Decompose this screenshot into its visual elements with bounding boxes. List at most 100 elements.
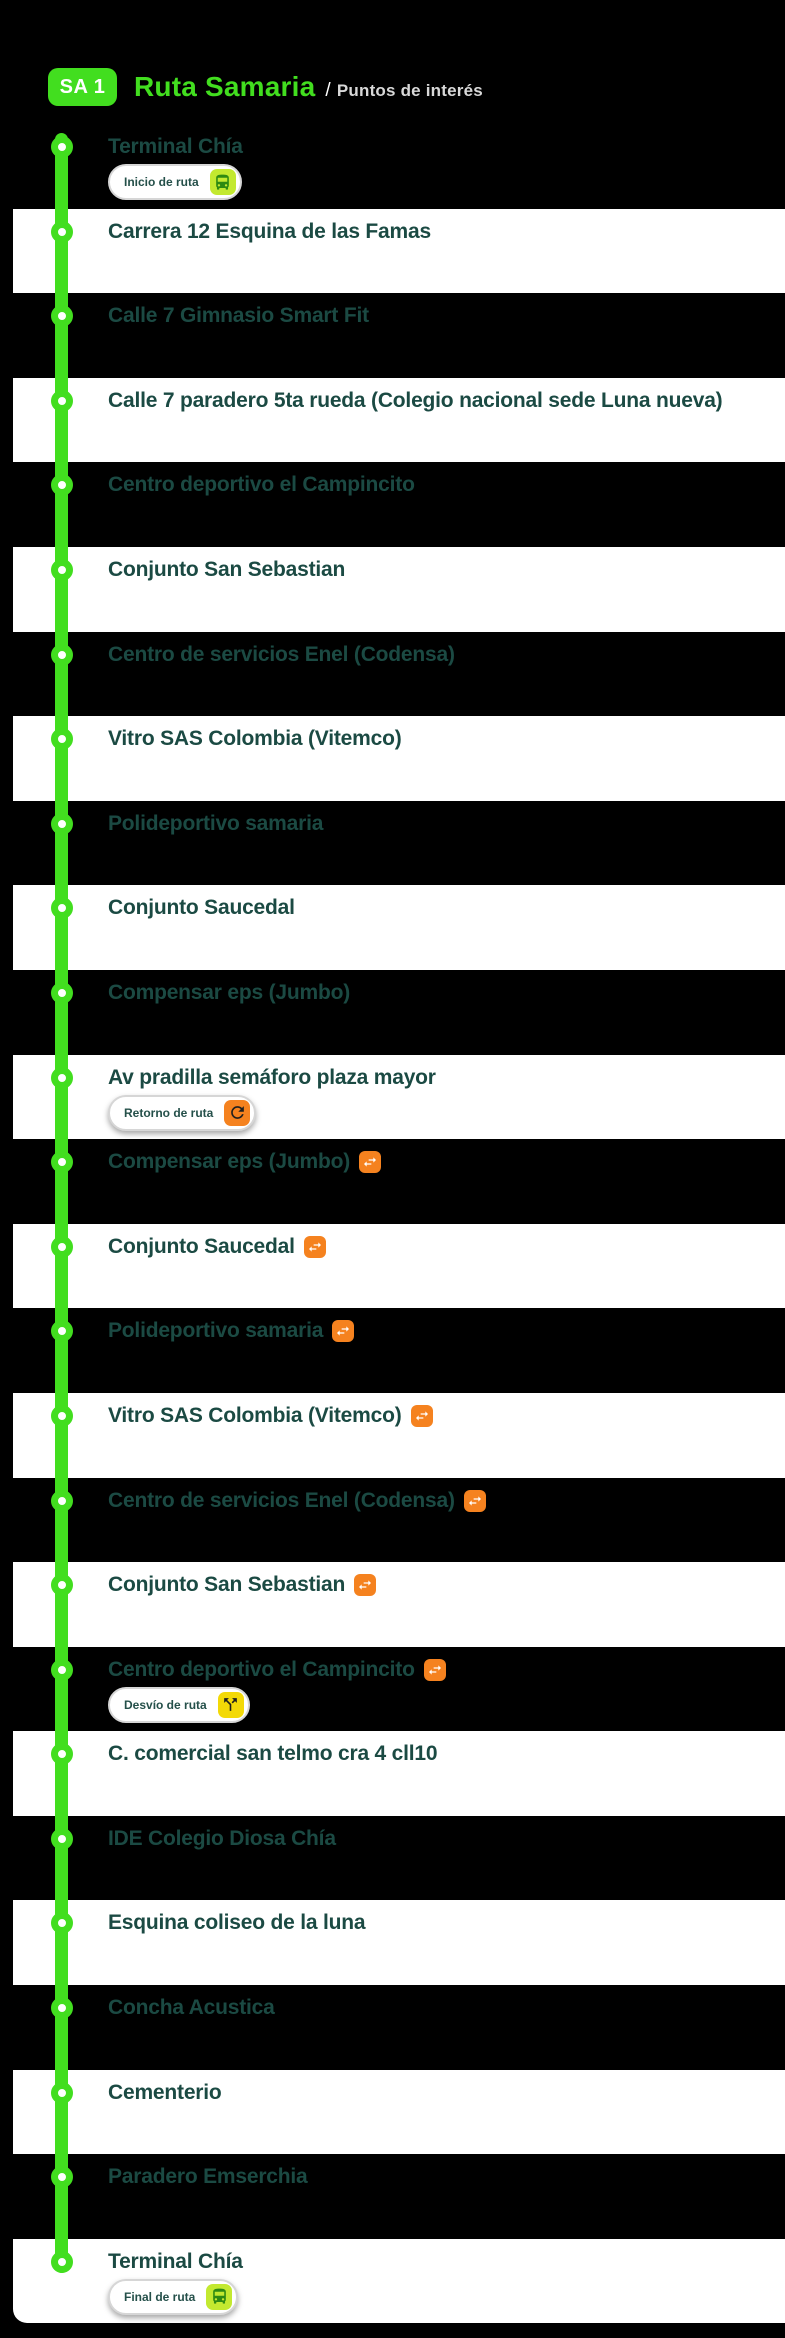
transfer-icon: [410, 1404, 433, 1427]
stops-timeline: Terminal Chía Inicio de ruta Carrera 12 …: [0, 124, 785, 2324]
return-route-icon: [230, 1106, 244, 1119]
stop-row[interactable]: Calle 7 Gimnasio Smart Fit: [0, 293, 785, 378]
stop-row[interactable]: Compensar eps (Jumbo): [0, 970, 785, 1055]
stop-row[interactable]: Centro deportivo el Campincito: [0, 462, 785, 547]
transfer-icon: [423, 1658, 446, 1681]
stop-row[interactable]: Polideportivo samaria: [0, 1308, 785, 1393]
stop-content: Terminal Chía Inicio de ruta: [0, 124, 785, 200]
stop-row[interactable]: Conjunto San Sebastian: [0, 1562, 785, 1647]
stop-label: Calle 7 paradero 5ta rueda (Colegio naci…: [108, 388, 723, 412]
stop-content: Conjunto Saucedal: [0, 1224, 785, 1260]
stop-row[interactable]: Concha Acustica: [0, 1985, 785, 2070]
transfer-icon: [359, 1151, 382, 1174]
stop-label: Vitro SAS Colombia (Vitemco): [108, 1403, 402, 1427]
stop-content: Vitro SAS Colombia (Vitemco): [0, 1393, 785, 1429]
stop-row[interactable]: Compensar eps (Jumbo): [0, 1139, 785, 1224]
stop-label: Terminal Chía: [108, 135, 243, 158]
stop-node-icon: [51, 1912, 73, 1935]
stop-label: Concha Acustica: [108, 1996, 275, 2020]
stop-row[interactable]: Esquina coliseo de la luna: [0, 1900, 785, 1985]
badge-label: Desvío de ruta: [124, 1697, 207, 1712]
stop-content: C. comercial san telmo cra 4 cll10: [0, 1731, 785, 1767]
stop-node-icon: [51, 812, 73, 835]
stop-label: Polideportivo samaria: [108, 1319, 324, 1343]
badge-icon: [206, 2283, 233, 2310]
stop-node-icon: [51, 1658, 73, 1681]
stop-row[interactable]: Polideportivo samaria: [0, 801, 785, 886]
stop-label: Terminal Chía: [108, 2249, 243, 2273]
stop-row[interactable]: Vitro SAS Colombia (Vitemco): [0, 1392, 785, 1478]
stop-row[interactable]: Terminal Chía Final de ruta: [0, 2238, 785, 2324]
stop-row[interactable]: Av pradilla semáforo plaza mayor Retorno…: [0, 1054, 785, 1140]
stop-row[interactable]: IDE Colegio Diosa Chía: [0, 1816, 785, 1901]
transfer-icon: [303, 1235, 326, 1258]
stop-node-icon: [51, 1151, 73, 1174]
stop-content: Av pradilla semáforo plaza mayor Retorno…: [0, 1055, 785, 1131]
stop-node-icon: [51, 1235, 73, 1258]
stop-node-icon: [51, 1066, 73, 1089]
stop-row[interactable]: Carrera 12 Esquina de las Famas: [0, 208, 785, 294]
stop-row[interactable]: Conjunto Saucedal: [0, 1223, 785, 1309]
stop-row[interactable]: Vitro SAS Colombia (Vitemco): [0, 716, 785, 801]
stop-row[interactable]: Centro de servicios Enel (Codensa): [0, 1478, 785, 1563]
stop-node-icon: [51, 389, 73, 412]
stop-label: Calle 7 Gimnasio Smart Fit: [108, 304, 369, 328]
stop-content: IDE Colegio Diosa Chía: [0, 1816, 785, 1852]
stop-row[interactable]: Cementerio: [0, 2069, 785, 2155]
stop-content: Conjunto San Sebastian: [0, 547, 785, 583]
stop-content: Carrera 12 Esquina de las Famas: [0, 209, 785, 245]
transfer-icon: [332, 1320, 355, 1343]
badge-label: Retorno de ruta: [124, 1105, 214, 1120]
stop-label: Av pradilla semáforo plaza mayor: [108, 1065, 436, 1089]
timeline-line: [55, 133, 68, 2273]
stop-label: Esquina coliseo de la luna: [108, 1911, 366, 1935]
stop-content: Polideportivo samaria: [0, 1308, 785, 1344]
stop-content: Terminal Chía Final de ruta: [0, 2239, 785, 2315]
route-event-badge: Final de ruta: [108, 2278, 239, 2315]
stop-node-icon: [51, 1997, 73, 2020]
stop-label: Centro de servicios Enel (Codensa): [108, 642, 455, 666]
stop-row[interactable]: Centro de servicios Enel (Codensa): [0, 632, 785, 717]
stop-content: Esquina coliseo de la luna: [0, 1900, 785, 1936]
stop-label: Vitro SAS Colombia (Vitemco): [108, 727, 402, 751]
stop-node-icon: [51, 2081, 73, 2104]
route-event-badge: Retorno de ruta: [108, 1094, 257, 1131]
subtitle-slash: /: [325, 80, 331, 101]
stop-node-icon: [51, 2166, 73, 2189]
stop-label: Carrera 12 Esquina de las Famas: [108, 219, 431, 243]
stops-list: Terminal Chía Inicio de ruta Carrera 12 …: [0, 124, 785, 2324]
stop-label: Centro deportivo el Campincito: [108, 1657, 415, 1681]
route-header: SA 1 Ruta Samaria /Puntos de interés: [0, 0, 785, 124]
stop-content: Centro de servicios Enel (Codensa): [0, 1478, 785, 1514]
subtitle-text: Puntos de interés: [336, 81, 483, 100]
stop-node-icon: [51, 2250, 73, 2273]
stop-content: Centro de servicios Enel (Codensa): [0, 632, 785, 668]
stop-node-icon: [51, 474, 73, 497]
stop-content: Compensar eps (Jumbo): [0, 1139, 785, 1175]
stop-label: Compensar eps (Jumbo): [108, 980, 351, 1004]
stop-label: Conjunto San Sebastian: [108, 1573, 346, 1597]
stop-label: C. comercial san telmo cra 4 cll10: [108, 1742, 438, 1766]
badge-label: Final de ruta: [124, 2289, 196, 2304]
stop-row[interactable]: Calle 7 paradero 5ta rueda (Colegio naci…: [0, 377, 785, 463]
stop-row[interactable]: Conjunto Saucedal: [0, 885, 785, 970]
stop-row[interactable]: Centro deportivo el Campincito Desvío de…: [0, 1647, 785, 1732]
stop-node-icon: [51, 728, 73, 751]
transfer-icon: [463, 1489, 486, 1512]
stop-row[interactable]: Terminal Chía Inicio de ruta: [0, 124, 785, 209]
stop-row[interactable]: C. comercial san telmo cra 4 cll10: [0, 1731, 785, 1816]
stop-row[interactable]: Paradero Emserchia: [0, 2154, 785, 2239]
route-title: Ruta Samaria /Puntos de interés: [134, 71, 483, 103]
stop-label: Centro deportivo el Campincito: [108, 473, 415, 497]
route-subtitle: / Puntos de interés: [325, 80, 483, 102]
stop-row[interactable]: Conjunto San Sebastian: [0, 546, 785, 632]
stop-content: Concha Acustica: [0, 1985, 785, 2021]
badge-icon: [209, 169, 236, 195]
stop-label: Conjunto San Sebastian: [108, 557, 346, 581]
badge-icon: [224, 1099, 251, 1126]
stop-content: Polideportivo samaria: [0, 801, 785, 837]
stop-content: Paradero Emserchia: [0, 2154, 785, 2190]
stop-node-icon: [51, 136, 73, 158]
stop-label: Paradero Emserchia: [108, 2165, 308, 2189]
